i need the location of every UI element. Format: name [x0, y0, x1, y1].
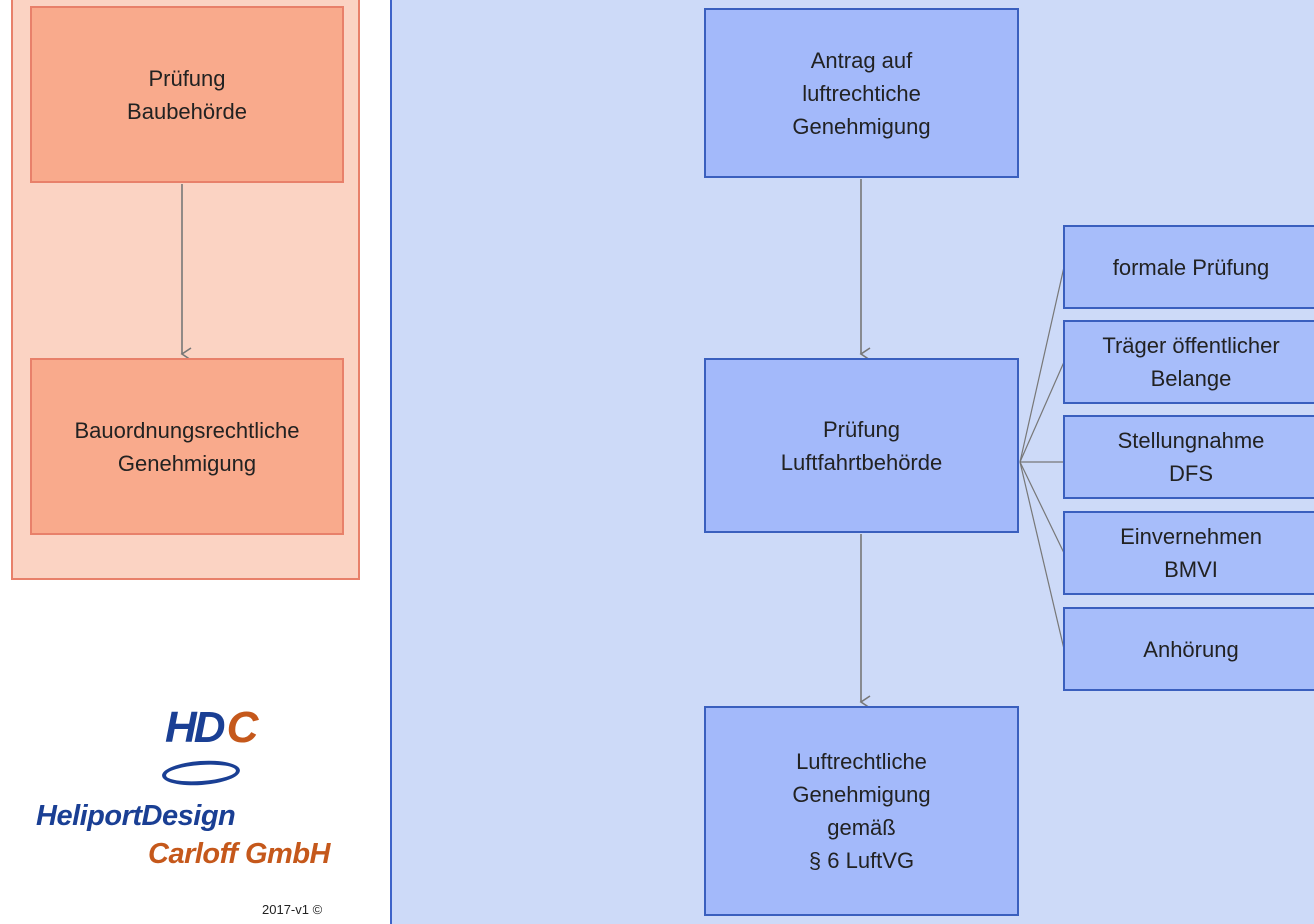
logo-c-letter: C [226, 703, 259, 752]
logo-name-line2: Carloff GmbH [148, 838, 330, 870]
einvernehmen-bmvi-box: Einvernehmen BMVI [1063, 511, 1314, 595]
luftrechtliche-genehmigung-box: Luftrechtliche Genehmigung gemäß § 6 Luf… [704, 706, 1019, 916]
hdc-mark: HDC [165, 702, 259, 754]
bauordnungsrechtliche-genehmigung-box: Bauordnungsrechtliche Genehmigung [30, 358, 344, 535]
pruefung-luftfahrtbehoerde-box: Prüfung Luftfahrtbehörde [704, 358, 1019, 533]
logo-name-line1: HeliportDesign [36, 800, 236, 832]
anhoerung-box: Anhörung [1063, 607, 1314, 691]
logo-ring-icon [161, 758, 241, 788]
logo-hd-letters: HD [165, 703, 226, 752]
pruefung-baubehoerde-box: Prüfung Baubehörde [30, 6, 344, 183]
stellungnahme-dfs-box: Stellungnahme DFS [1063, 415, 1314, 499]
version-label: 2017-v1 © [262, 902, 323, 917]
formale-pruefung-box: formale Prüfung [1063, 225, 1314, 309]
antrag-box: Antrag auf luftrechtiche Genehmigung [704, 8, 1019, 178]
company-logo: HDC HeliportDesign Carloff GmbH [36, 702, 360, 892]
traeger-oeffentlicher-belange-box: Träger öffentlicher Belange [1063, 320, 1314, 404]
